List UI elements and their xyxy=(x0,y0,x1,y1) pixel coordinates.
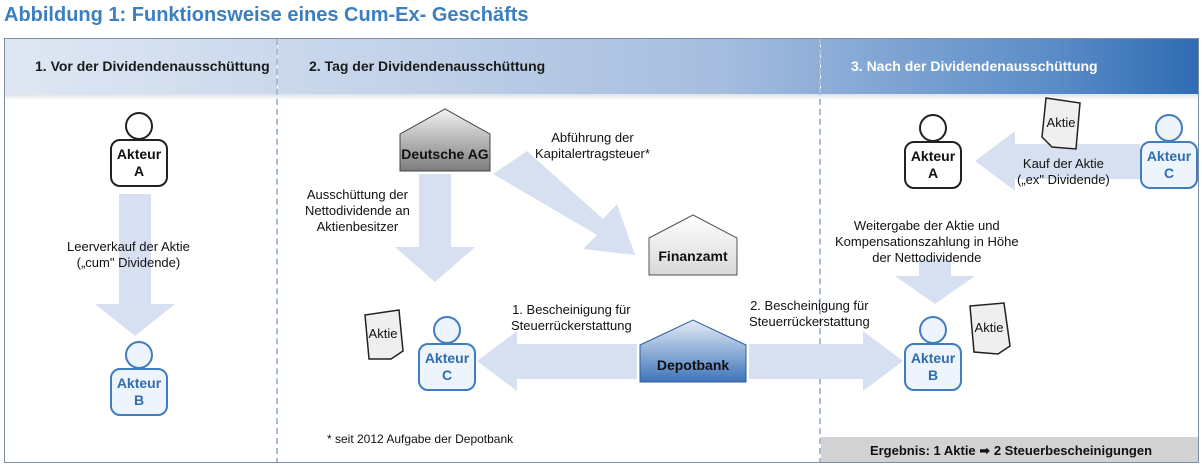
arrow-leerverkauf xyxy=(95,194,175,336)
document-icon xyxy=(969,302,1011,355)
label-leerverkauf: Leerverkauf der Aktie („cum" Dividende) xyxy=(67,239,190,270)
deutsche-ag-label: Deutsche AG xyxy=(401,146,489,162)
person-head-icon xyxy=(1155,114,1183,142)
actor-body: Akteur B xyxy=(110,368,168,416)
actor-body: Akteur C xyxy=(1140,141,1198,189)
diagram-frame: 1. Vor der Dividendenausschüttung 2. Tag… xyxy=(4,38,1199,463)
person-head-icon xyxy=(125,341,153,369)
finanzamt-building: Finanzamt xyxy=(648,214,738,276)
share-document-section3-bottom: Aktie xyxy=(966,302,1012,356)
label-abfuehrung: Abführung der Kapitalertragsteuer* xyxy=(535,130,650,161)
actor-body: Akteur B xyxy=(904,343,962,391)
document-icon xyxy=(364,309,404,360)
label-kauf: Kauf der Aktie („ex" Dividende) xyxy=(1017,156,1110,187)
person-head-icon xyxy=(919,316,947,344)
deutsche-ag-building: Deutsche AG xyxy=(399,108,491,172)
finanzamt-house-icon xyxy=(648,214,738,276)
actor-b-section3: Akteur B xyxy=(903,316,963,391)
arrow-weitergabe xyxy=(895,259,975,304)
result-prefix: Ergebnis: 1 Aktie xyxy=(869,443,976,458)
arrow-bescheinigung-1 xyxy=(477,331,637,391)
person-head-icon xyxy=(433,316,461,344)
share-document-section2: Aktie xyxy=(361,309,405,361)
person-head-icon xyxy=(125,112,153,140)
actor-body: Akteur C xyxy=(418,343,476,391)
depotbank-label: Depotbank xyxy=(656,357,730,373)
actor-a-section1: Akteur A xyxy=(109,112,169,187)
label-bescheinigung-1: 1. Bescheinigung für Steuerrückerstattun… xyxy=(511,302,632,333)
arrow-bescheinigung-2 xyxy=(749,331,903,391)
depotbank-house-icon xyxy=(639,319,747,383)
arrow-kauf xyxy=(975,131,1140,191)
actor-c-section2: Akteur C xyxy=(417,316,477,391)
section-divider-2 xyxy=(819,39,821,462)
figure-title: Abbildung 1: Funktionsweise eines Cum-Ex… xyxy=(4,4,529,26)
section-divider-1 xyxy=(276,39,278,462)
share-document-section3-top: Aktie xyxy=(1038,97,1084,151)
label-bescheinigung-2: 2. Bescheinigung für Steuerrückerstattun… xyxy=(749,298,870,329)
flow-arrows xyxy=(95,131,1140,391)
result-arrow-icon: ➡ xyxy=(979,443,991,458)
result-suffix: 2 Steuerbescheinigungen xyxy=(993,443,1153,458)
footnote: * seit 2012 Aufgabe der Depotbank xyxy=(327,432,514,446)
actor-body: Akteur A xyxy=(110,139,168,187)
actor-b-section1: Akteur B xyxy=(109,341,169,416)
result-box: Ergebnis: 1 Aktie ➡ 2 Steuerbescheinigun… xyxy=(821,437,1198,462)
finanzamt-label: Finanzamt xyxy=(658,248,728,264)
label-weitergabe: Weitergabe der Aktie und Kompensationsza… xyxy=(835,218,1019,265)
document-icon xyxy=(1041,97,1081,150)
deutsche-ag-house-icon xyxy=(399,108,491,172)
actor-body: Akteur A xyxy=(904,141,962,189)
person-head-icon xyxy=(919,114,947,142)
header-band xyxy=(5,39,1198,100)
arrow-abfuehrung xyxy=(493,151,635,255)
section-1-heading: 1. Vor der Dividendenausschüttung xyxy=(35,58,270,74)
label-ausschuettung: Ausschüttung der Nettodividende an Aktie… xyxy=(305,187,410,234)
actor-a-section3: Akteur A xyxy=(903,114,963,189)
depotbank-building: Depotbank xyxy=(639,319,747,383)
arrow-ausschuettung xyxy=(395,174,475,282)
section-3-heading: 3. Nach der Dividendenausschüttung xyxy=(851,58,1098,74)
actor-c-section3: Akteur C xyxy=(1139,114,1198,189)
section-2-heading: 2. Tag der Dividendenausschüttung xyxy=(309,58,546,74)
